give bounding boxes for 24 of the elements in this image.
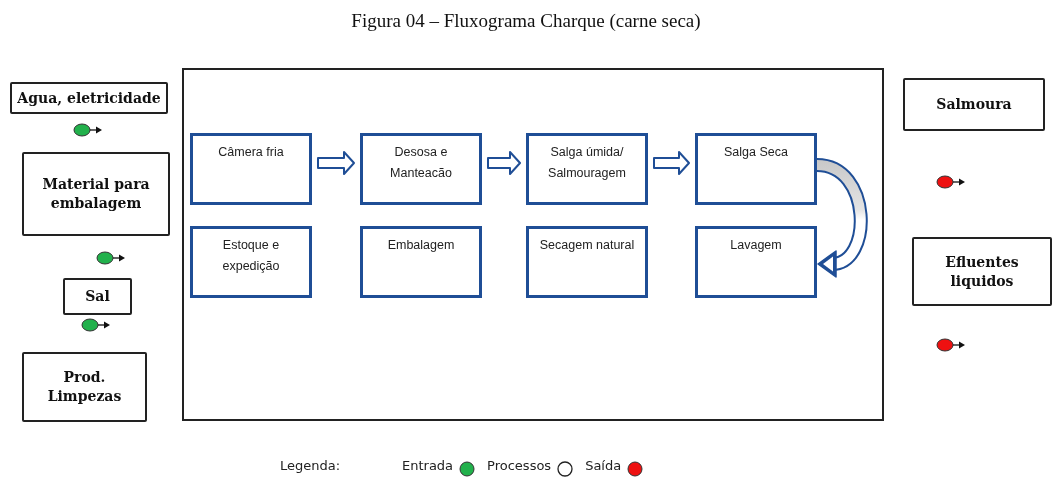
process-box: Câmera fria [190,133,312,205]
resource-box: Sal [63,278,132,315]
legend-label: Saída [585,458,622,473]
process-box: Estoque e expedição [190,226,312,298]
resource-box: Salmoura [903,78,1045,131]
curved-arrow [815,158,868,278]
block-arrow [487,151,521,175]
block-arrow [317,151,355,175]
process-box: Embalagem [360,226,482,298]
process-box: Salga Seca [695,133,817,205]
resource-box: Material para embalagem [22,152,170,236]
legend-heading: Legenda: [280,458,341,473]
figure-title: Figura 04 – Fluxograma Charque (carne seca) [350,10,702,32]
process-box: Lavagem [695,226,817,298]
process-frame [182,68,884,421]
resource-box: Efluentes liquidos [912,237,1052,306]
process-box: Salga úmida/ Salmouragem [526,133,648,205]
block-arrow [653,151,690,175]
process-box: Desosa e Manteacão [360,133,482,205]
resource-box: Prod. Limpezas [22,352,147,422]
process-box: Secagem natural [526,226,648,298]
legend-label: Entrada [402,458,454,473]
legend-label: Processos [487,458,552,473]
resource-box: Agua, eletricidade [10,82,168,114]
